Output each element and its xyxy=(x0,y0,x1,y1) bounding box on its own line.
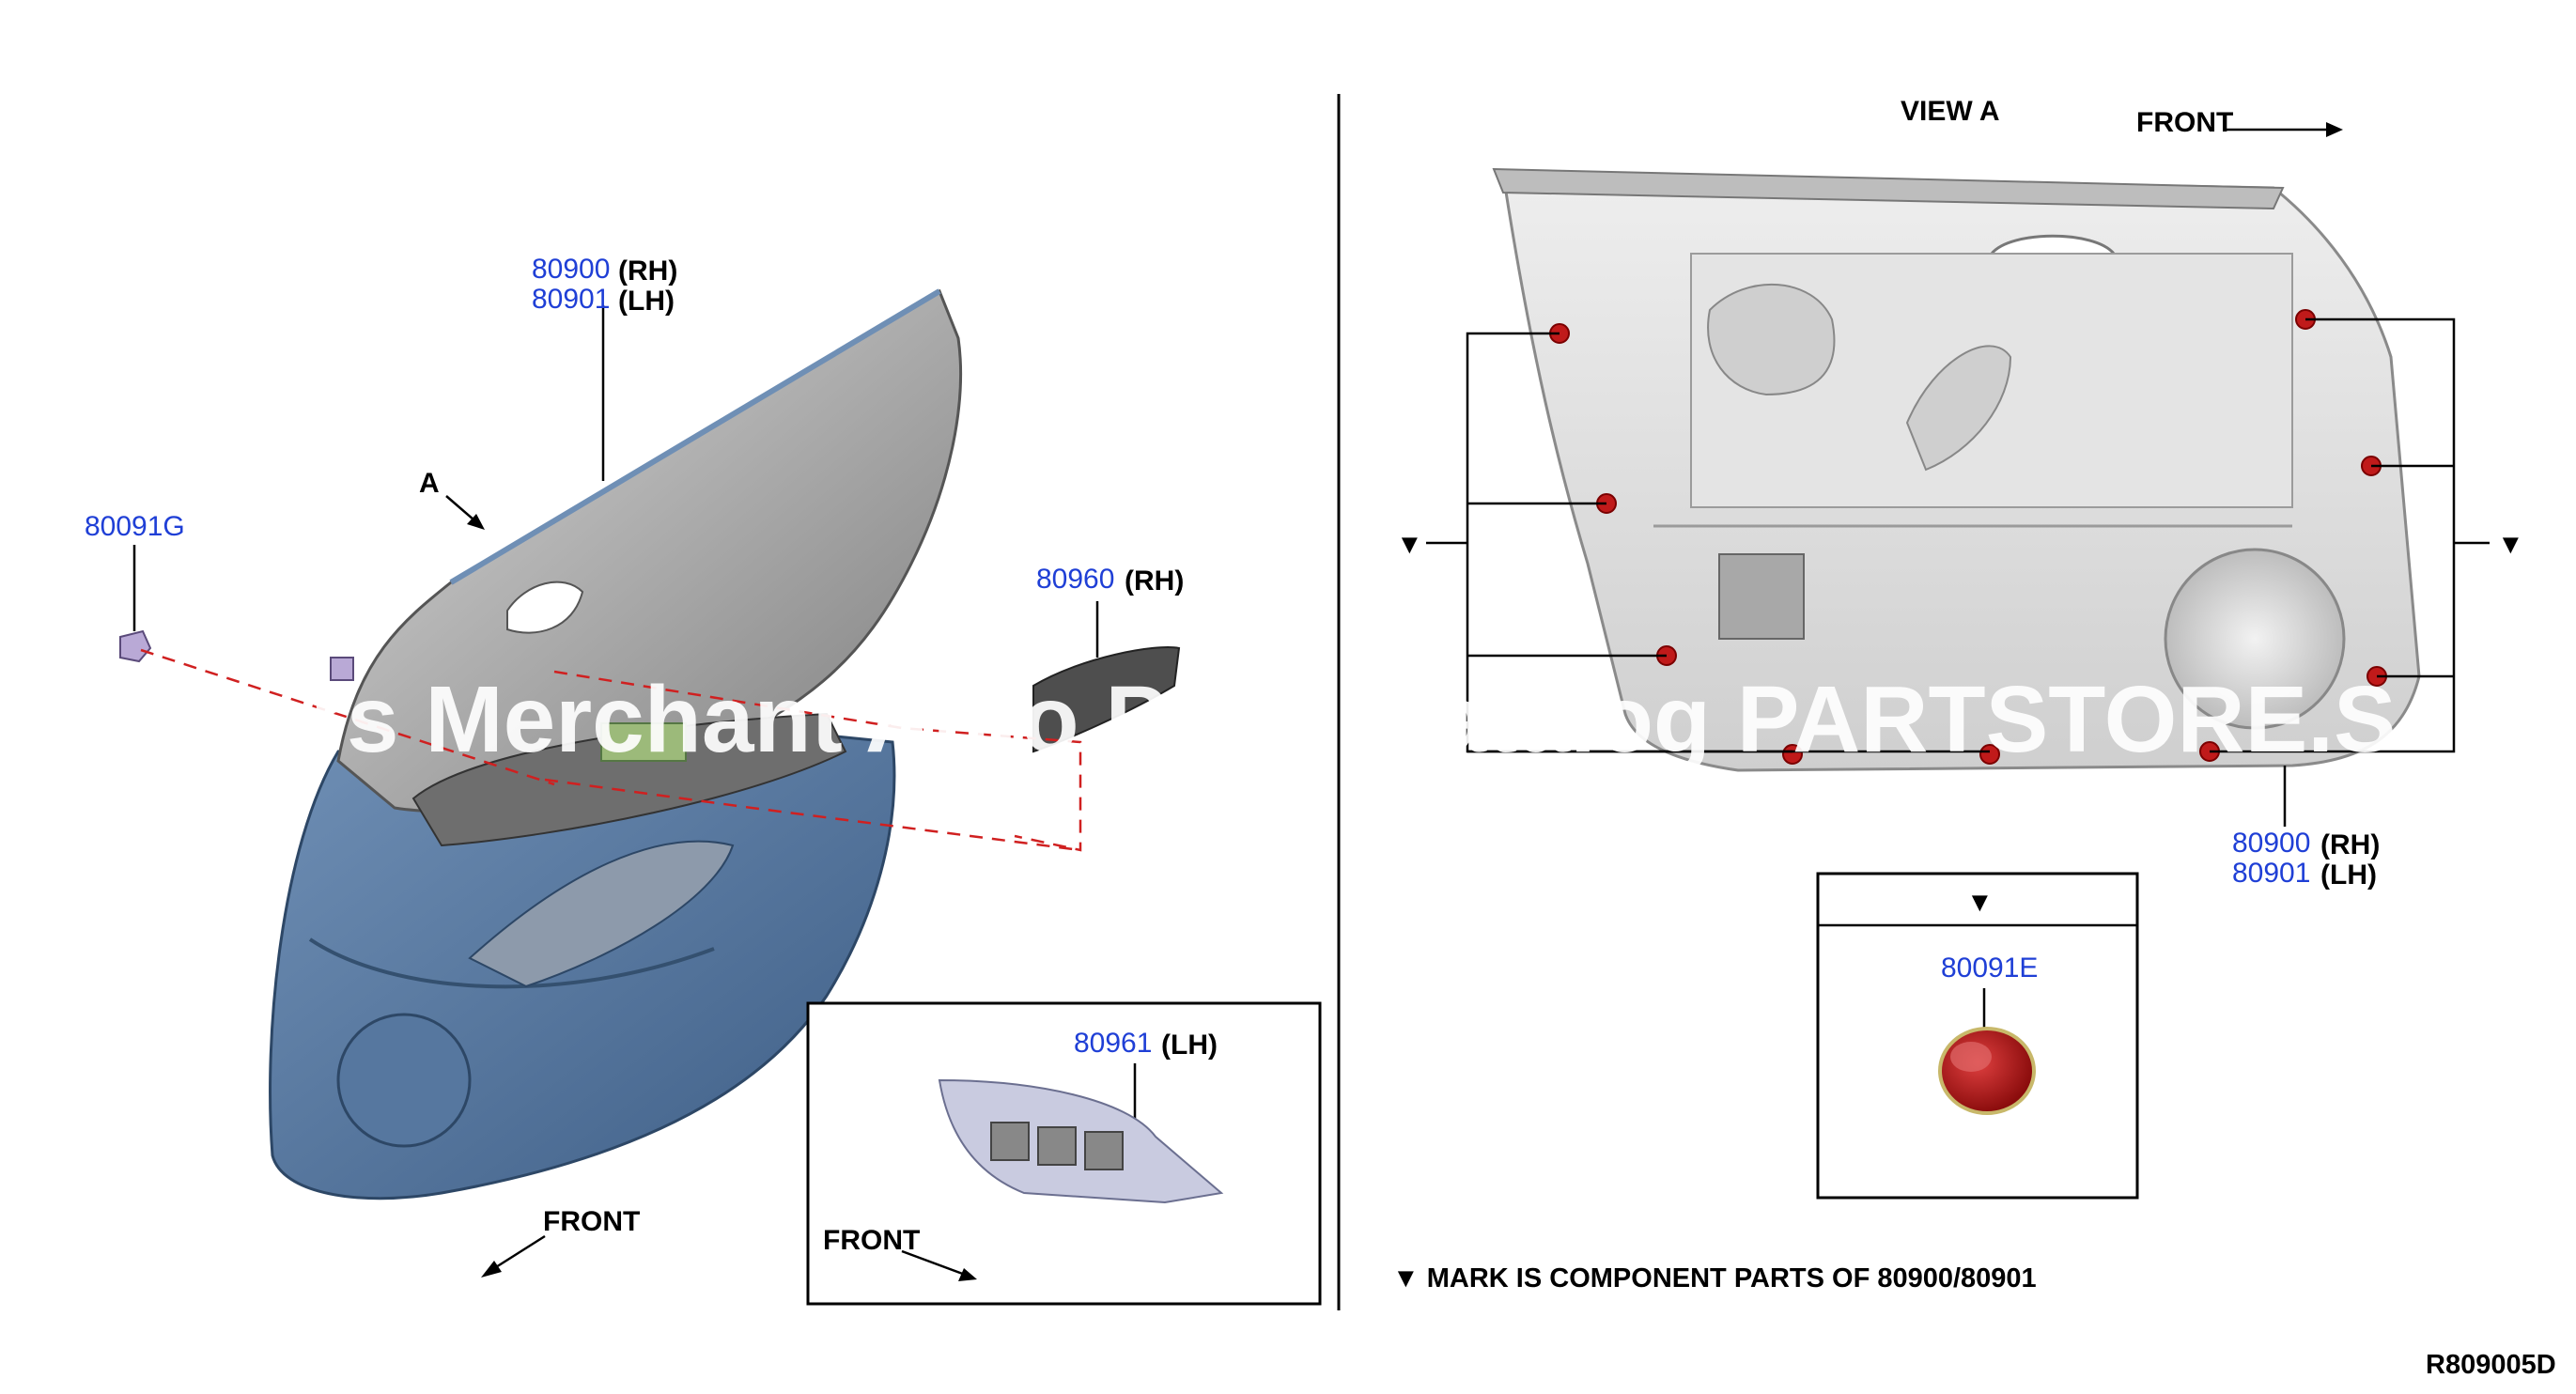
switch-bezel-rh-icon xyxy=(1032,646,1181,753)
suffix-lh-right: (LH) xyxy=(2320,860,2377,891)
callout-80900-80901-right: 80900 (RH) 80901 (LH) xyxy=(2232,766,2380,891)
suffix-rh-right: (RH) xyxy=(2320,829,2380,860)
part-number-80961: 80961 xyxy=(1074,1028,1152,1059)
front-arrow-left: FRONT xyxy=(481,1206,640,1278)
part-number-80091e: 80091E xyxy=(1941,953,2038,984)
part-number-80901: 80901 xyxy=(532,284,610,315)
callout-80900-80901-left: 80900 (RH) 80901 (LH) xyxy=(532,254,677,481)
callout-80960: 80960 (RH) xyxy=(544,564,1184,852)
view-a-title: VIEW A xyxy=(1901,96,2000,127)
inset-box-80091e: ▼ 80091E xyxy=(1816,872,2139,1200)
front-arrow-right: FRONT xyxy=(2136,107,2343,138)
part-number-80960: 80960 xyxy=(1036,564,1114,595)
clip-bracket-right: ▼ xyxy=(2210,318,2524,753)
mark-symbol-box: ▼ xyxy=(1966,888,1994,918)
clip-80091e-icon xyxy=(1938,1027,2036,1115)
view-a-arrow: A xyxy=(419,468,485,530)
switch-bezel-lh-icon xyxy=(938,1078,1224,1204)
front-label-inset: FRONT xyxy=(823,1225,920,1256)
clip-80091g-icon xyxy=(119,629,152,663)
door-trim-assembly-illustration xyxy=(269,288,963,1200)
suffix-lh: (LH) xyxy=(618,286,675,317)
part-number-80900-right: 80900 xyxy=(2232,828,2310,859)
mark-symbol-left: ▼ xyxy=(1396,530,1423,560)
part-number-80091g: 80091G xyxy=(85,511,185,542)
clip-bracket-left: ▼ xyxy=(1396,332,1990,753)
suffix-rh-80960: (RH) xyxy=(1125,565,1184,596)
front-label-left: FRONT xyxy=(543,1206,640,1237)
suffix-lh-80961: (LH) xyxy=(1161,1030,1218,1061)
component-note: ▼ MARK IS COMPONENT PARTS OF 80900/80901 xyxy=(1392,1263,2037,1293)
suffix-rh: (RH) xyxy=(618,256,677,287)
mark-symbol-right: ▼ xyxy=(2497,530,2524,560)
callout-80091g: 80091G xyxy=(85,511,555,786)
door-panel-back-illustration xyxy=(1492,167,2421,772)
arrow-a-label: A xyxy=(419,468,440,499)
part-number-80901-right: 80901 xyxy=(2232,858,2310,889)
inset-box-80961: 80961 (LH) FRONT xyxy=(806,1001,1322,1306)
diagram-code: R809005D xyxy=(2426,1350,2556,1380)
watermark: rs Merchant Auto Parts Catalog PARTSTORE… xyxy=(310,667,2397,772)
speaker-icon xyxy=(2164,548,2346,730)
part-number-80900: 80900 xyxy=(532,254,610,285)
front-label-right: FRONT xyxy=(2136,107,2233,138)
